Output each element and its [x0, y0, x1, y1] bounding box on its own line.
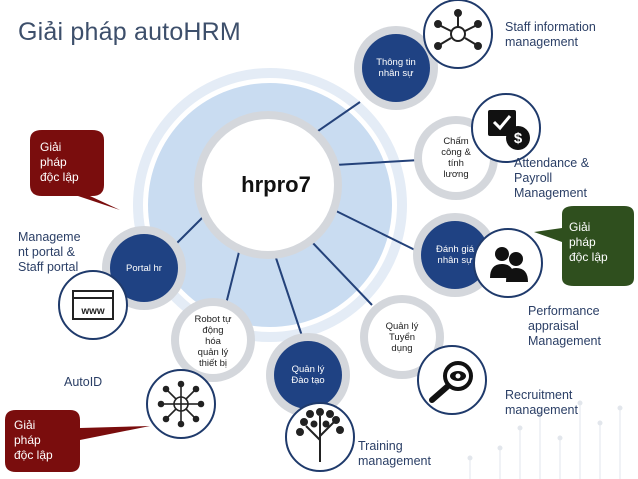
bubble-right-text: Giải pháp độc lập [569, 220, 608, 264]
label-staff-info: Staff information management [505, 20, 596, 49]
page-title: Giải pháp autoHRM [18, 18, 241, 46]
hub-circle [202, 119, 334, 251]
bubble-right-shape [534, 206, 634, 286]
svg-text:$: $ [514, 130, 523, 147]
svg-text:www: www [80, 306, 105, 317]
label-recruitment: Recruitment management [505, 388, 578, 417]
magnifier-eye-icon [417, 345, 487, 415]
network-icon [423, 0, 493, 69]
module-label-attendance: Chấm công & tính lương [441, 136, 471, 180]
module-label-recruitment: Quản lý Tuyển dụng [385, 320, 419, 354]
label-attendance: Attendance & Payroll Management [514, 156, 590, 200]
hub-label: hrpro7 [241, 172, 311, 197]
bubble-top-left-shape [30, 130, 120, 210]
module-label-training: Quản lý Đào tạo [291, 364, 325, 386]
module-label-performance: Đánh giá nhân sự [435, 244, 475, 266]
tree-icon [285, 402, 355, 472]
module-node-recruitment[interactable] [360, 295, 444, 379]
module-node-robot[interactable] [171, 298, 255, 382]
module-node-training[interactable] [266, 333, 350, 417]
circuit-decoration [467, 400, 623, 479]
bubble-bottom-left-shape [5, 410, 150, 472]
bubble-top-left-text: Giải pháp độc lập [40, 140, 79, 184]
globe-network-icon [146, 369, 216, 439]
bubble-bottom-left-text: Giải pháp độc lập [14, 418, 53, 462]
label-autoid: AutoID [64, 375, 103, 389]
label-portal: Manageme nt portal & Staff portal [18, 230, 81, 274]
module-label-robot: Robot tự động hóa quản lý thiết bị [194, 313, 232, 369]
module-label-portal: Portal hr [126, 262, 162, 274]
calendar-money-icon: $ [471, 93, 541, 163]
module-label-staff-info: Thông tin nhân sự [376, 57, 416, 79]
halo-ring [133, 68, 407, 342]
www-browser-icon: www [58, 270, 128, 340]
label-training: Training management [358, 439, 431, 468]
people-icon [473, 228, 543, 298]
label-performance: Performance appraisal Management [528, 304, 601, 348]
module-node-staff-info[interactable] [354, 26, 438, 110]
